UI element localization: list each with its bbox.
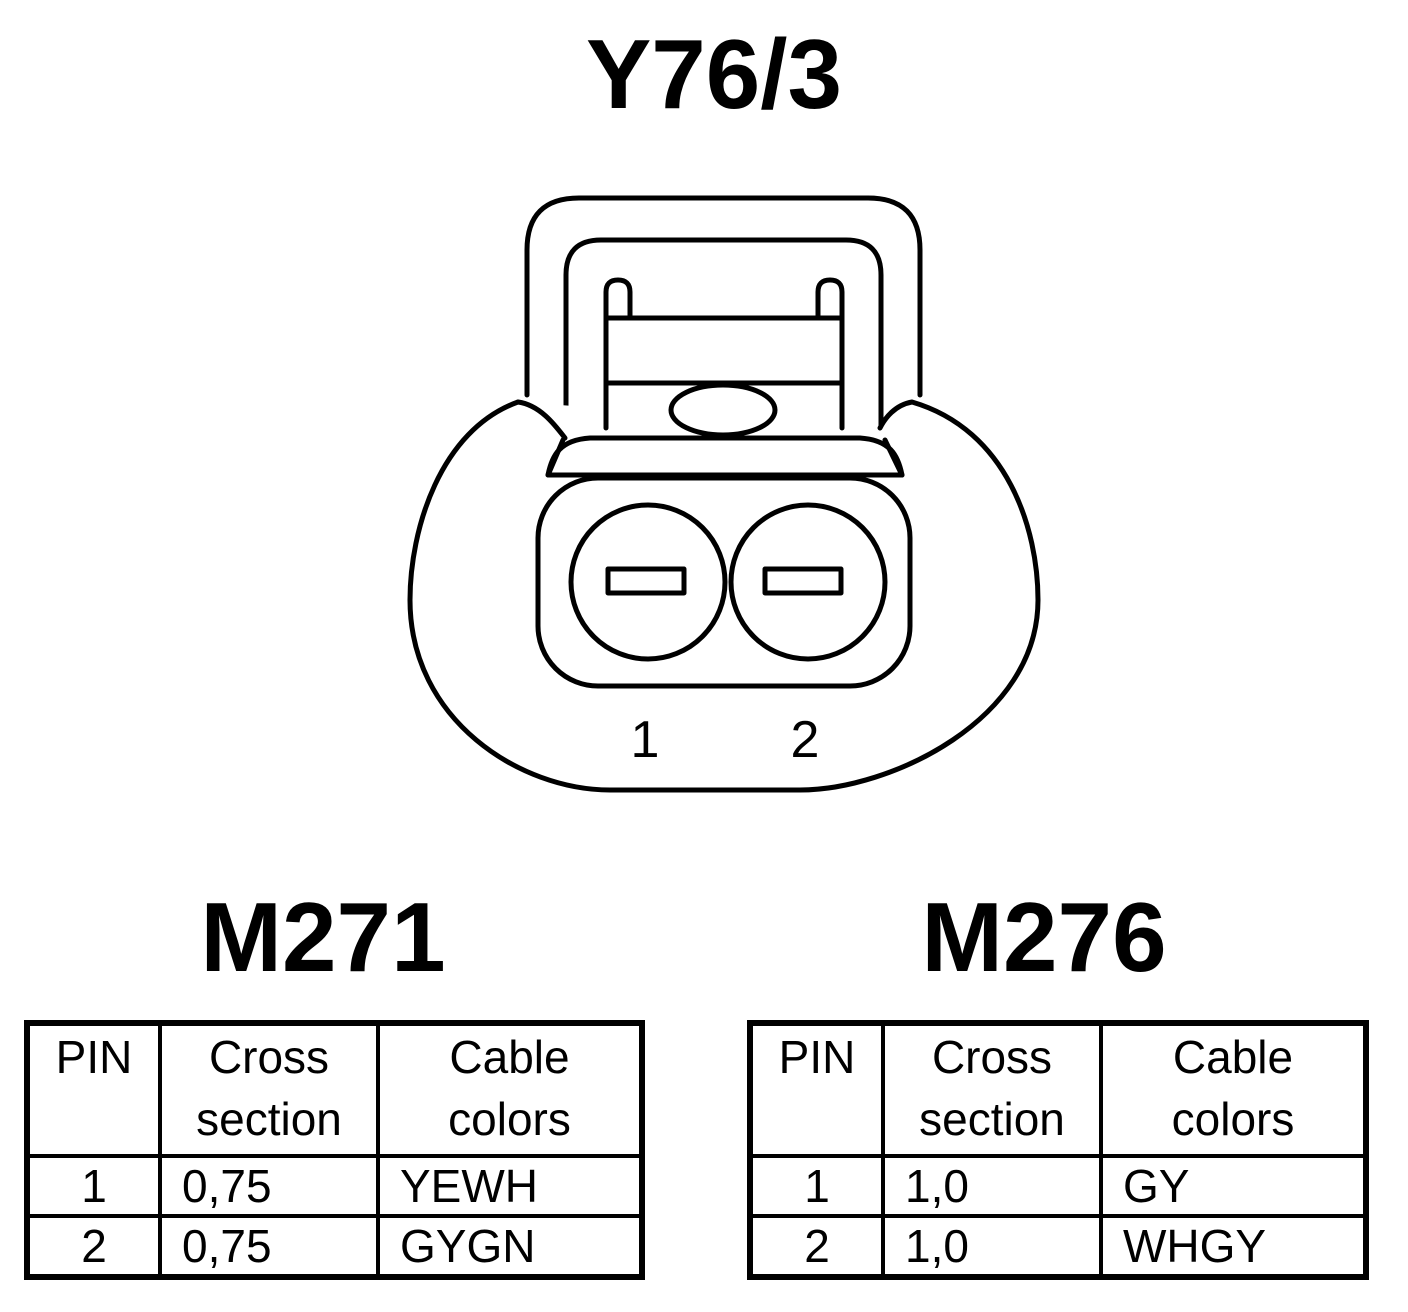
pin-1-label: 1 — [631, 711, 660, 769]
header-pin: PIN — [748, 1021, 885, 1158]
pinout-table-m271: PIN Cross section Cable colors 1 0,75 YE… — [24, 1020, 645, 1280]
pin-1-terminal — [605, 566, 687, 596]
cell-pin: 1 — [748, 1154, 885, 1218]
connector-title: Y76/3 — [586, 19, 842, 129]
header-cross-line2: section — [919, 1093, 1065, 1145]
cell-cross-section: 0,75 — [158, 1154, 380, 1218]
table-header-row: PIN Cross section Cable colors — [25, 1021, 644, 1158]
table-row: 2 0,75 GYGN — [25, 1214, 644, 1279]
cell-pin: 1 — [25, 1154, 162, 1218]
table-row: 1 1,0 GY — [748, 1154, 1368, 1218]
table-row: 2 1,0 WHGY — [748, 1214, 1368, 1279]
table-header-row: PIN Cross section Cable colors — [748, 1021, 1368, 1158]
header-colors-line2: colors — [448, 1093, 571, 1145]
cell-cross-section: 0,75 — [158, 1214, 380, 1279]
cell-pin: 2 — [25, 1214, 162, 1279]
header-cross-line2: section — [196, 1093, 342, 1145]
header-cross-section: Cross section — [881, 1021, 1103, 1158]
cell-pin: 2 — [748, 1214, 885, 1279]
header-pin: PIN — [25, 1021, 162, 1158]
cell-cable-colors: GY — [1099, 1154, 1368, 1218]
pin-2-terminal — [762, 566, 844, 596]
cell-cross-section: 1,0 — [881, 1154, 1103, 1218]
header-cable-colors: Cable colors — [376, 1021, 644, 1158]
header-colors-line1: Cable — [1172, 1031, 1294, 1083]
cell-cross-section: 1,0 — [881, 1214, 1103, 1279]
connector-housing — [407, 195, 1041, 793]
pinout-table-m276: PIN Cross section Cable colors 1 1,0 GY … — [747, 1020, 1369, 1280]
header-cross-section: Cross section — [158, 1021, 380, 1158]
header-cross-line1: Cross — [208, 1031, 330, 1083]
cell-cable-colors: YEWH — [376, 1154, 644, 1218]
header-cable-colors: Cable colors — [1099, 1021, 1368, 1158]
header-colors-line1: Cable — [449, 1031, 570, 1083]
cell-cable-colors: WHGY — [1099, 1214, 1368, 1279]
header-colors-line2: colors — [1171, 1093, 1295, 1145]
cell-cable-colors: GYGN — [376, 1214, 644, 1279]
engine-heading-m276: M276 — [921, 882, 1166, 992]
pin-2-label: 2 — [791, 711, 820, 769]
engine-heading-m271: M271 — [200, 882, 445, 992]
header-cross-line1: Cross — [931, 1031, 1053, 1083]
table-row: 1 0,75 YEWH — [25, 1154, 644, 1218]
